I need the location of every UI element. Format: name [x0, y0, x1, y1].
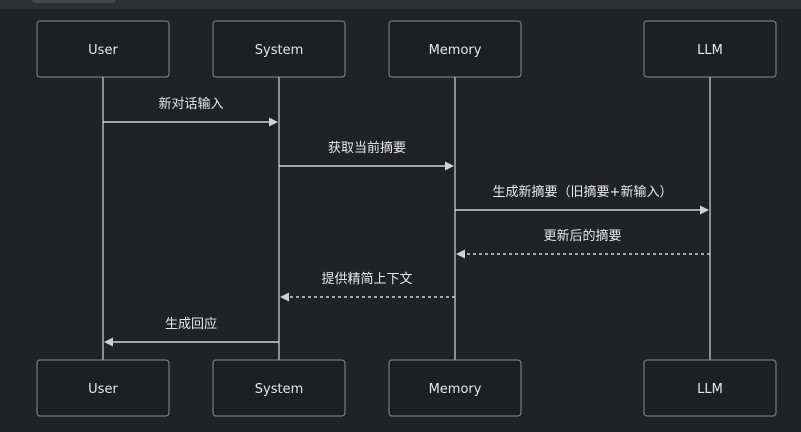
message-3: 生成新摘要（旧摘要+新输入）: [455, 184, 709, 215]
participant-label: LLM: [697, 382, 723, 397]
participant-box: [212, 359, 346, 417]
message-5: 提供精简上下文: [280, 271, 455, 302]
arrowhead-icon: [104, 337, 113, 347]
participant-box: [212, 20, 346, 78]
participant-label: Memory: [429, 43, 482, 58]
arrowhead-icon: [700, 205, 709, 215]
participant-box: [643, 359, 777, 417]
message-6: 生成回应: [104, 316, 279, 347]
arrowhead-icon: [456, 249, 465, 259]
message-2: 获取当前摘要: [279, 140, 454, 171]
message-label: 新对话输入: [158, 96, 223, 112]
participant-box: [388, 359, 522, 417]
window-top-bar: [0, 0, 801, 9]
participant-system-bottom[interactable]: System: [212, 359, 346, 417]
participant-label: LLM: [697, 43, 723, 58]
participant-memory-bottom[interactable]: Memory: [388, 359, 522, 417]
arrowhead-icon: [445, 161, 454, 171]
message-label: 提供精简上下文: [321, 271, 412, 287]
participant-label: System: [255, 43, 303, 58]
message-4: 更新后的摘要: [456, 228, 710, 259]
message-1: 新对话输入: [103, 96, 278, 127]
message-label: 获取当前摘要: [328, 140, 406, 156]
participant-box: [388, 20, 522, 78]
arrowhead-icon: [269, 117, 278, 127]
window-tab[interactable]: [32, 0, 116, 3]
participant-box: [36, 20, 170, 78]
message-label: 生成回应: [165, 316, 217, 332]
message-label: 生成新摘要（旧摘要+新输入）: [493, 184, 673, 200]
participant-user-top[interactable]: User: [36, 20, 170, 78]
participant-llm-bottom[interactable]: LLM: [643, 359, 777, 417]
participant-label: Memory: [429, 382, 482, 397]
participant-label: User: [88, 382, 118, 397]
participant-box: [36, 359, 170, 417]
participant-label: System: [255, 382, 303, 397]
participant-system-top[interactable]: System: [212, 20, 346, 78]
arrowhead-icon: [280, 292, 289, 302]
message-label: 更新后的摘要: [543, 228, 621, 244]
participant-memory-top[interactable]: Memory: [388, 20, 522, 78]
participant-llm-top[interactable]: LLM: [643, 20, 777, 78]
participant-box: [643, 20, 777, 78]
participant-label: User: [88, 43, 118, 58]
participant-user-bottom[interactable]: User: [36, 359, 170, 417]
